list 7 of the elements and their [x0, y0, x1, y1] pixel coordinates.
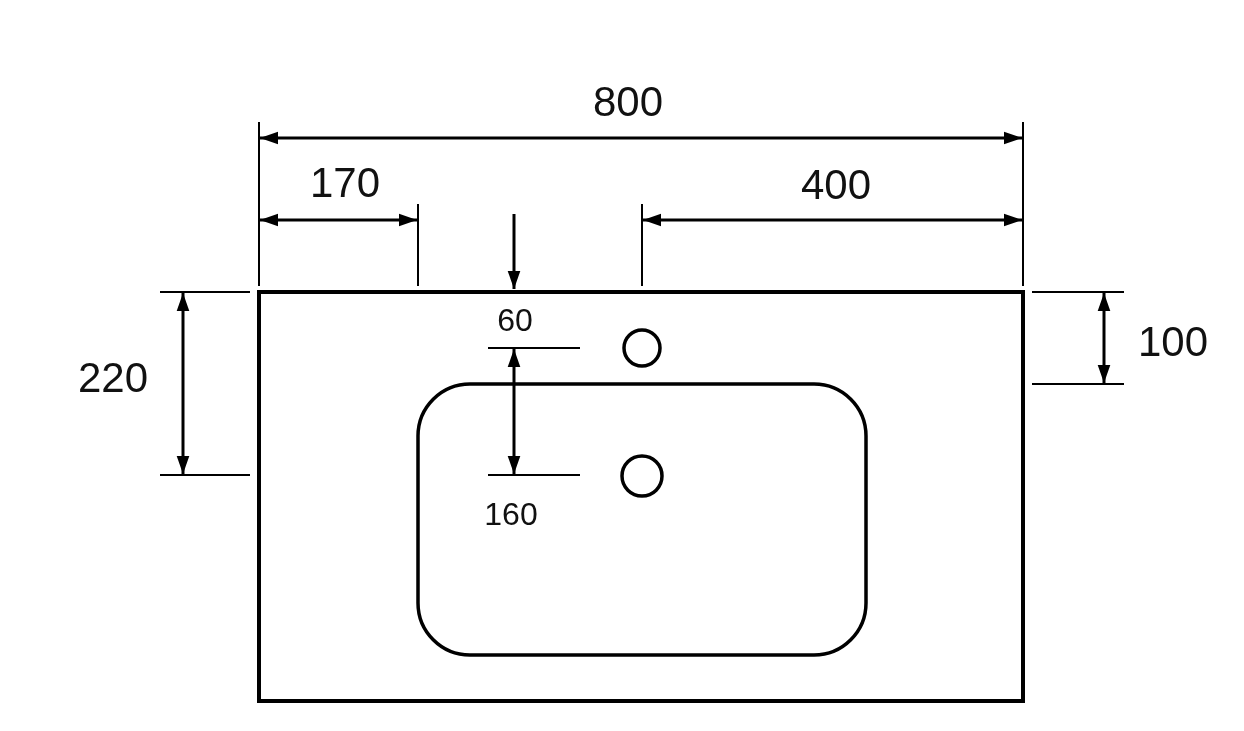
dimension-label: 170: [309, 162, 381, 204]
dimension-label: 220: [77, 357, 149, 399]
dimension-label: 60: [497, 304, 533, 336]
dimension-label: 160: [484, 498, 538, 530]
dimension-label: 400: [800, 164, 872, 206]
dimension-label: 800: [592, 81, 664, 123]
dimension-label: 100: [1137, 321, 1209, 363]
